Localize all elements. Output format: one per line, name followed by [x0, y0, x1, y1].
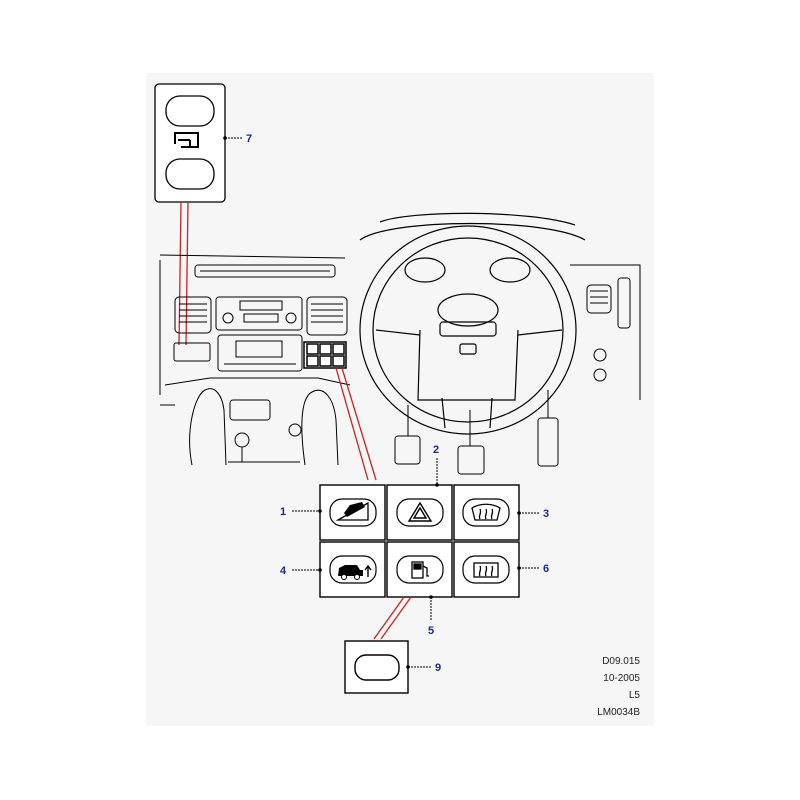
- panel-callout-leaders: [292, 458, 540, 620]
- hazard-warning-icon: [407, 501, 433, 522]
- red-leaders-block: [335, 367, 377, 481]
- steering-wheel: [359, 212, 586, 435]
- switch-caps: [329, 498, 510, 584]
- door-window-icon: [174, 132, 199, 148]
- callout-6: 6: [543, 563, 549, 575]
- issue-date: 10-2005: [603, 673, 640, 684]
- red-leaders-7: [178, 201, 189, 346]
- callout-9: 9: [435, 662, 441, 674]
- red-leaders-9: [373, 596, 412, 640]
- fuel-filler-icon: [411, 561, 429, 579]
- callout-7: 7: [246, 133, 252, 145]
- callout-3: 3: [543, 508, 549, 520]
- driver-dash: [394, 264, 641, 475]
- dashboard: [159, 254, 351, 466]
- image-code: LM0034B: [597, 707, 640, 718]
- callout-7-leader: [223, 136, 243, 140]
- callout-9-leader: [406, 665, 432, 669]
- diagram-sheet: [146, 73, 654, 726]
- hill-descent-icon: [335, 501, 369, 521]
- level-code: L5: [628, 690, 640, 701]
- vehicle-height-raise-icon: [338, 564, 372, 580]
- diagram-code: D09.015: [602, 656, 640, 667]
- callout-4: 4: [280, 565, 287, 577]
- callout-1: 1: [280, 506, 286, 518]
- callout-5: 5: [428, 625, 434, 637]
- dash-switch-block: [303, 341, 347, 369]
- switch-panel: [319, 484, 520, 598]
- callout-2: 2: [433, 444, 439, 456]
- rear-window-heater-icon: [473, 562, 499, 578]
- front-windscreen-heater-icon: [471, 503, 501, 521]
- blank-switch: [344, 640, 409, 694]
